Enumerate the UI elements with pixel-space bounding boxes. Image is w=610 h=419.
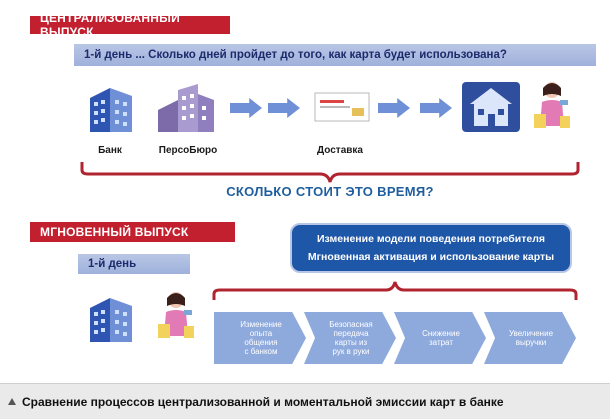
shopper-woman-icon	[534, 82, 570, 128]
factory-building-icon	[158, 84, 214, 132]
model-line: Мгновенная активация и использование кар…	[307, 251, 555, 263]
behavior-model-box: Изменение модели поведения потребителя М…	[290, 223, 572, 273]
mail-envelope-icon	[314, 92, 370, 122]
figure-caption: Сравнение процессов централизованной и м…	[0, 383, 610, 419]
bank-label: Банк	[98, 145, 122, 156]
centralized-banner: ЦЕНТРАЛИЗОВАННЫЙ ВЫПУСК	[30, 11, 230, 39]
instant-banner: МГНОВЕННЫЙ ВЫПУСК	[30, 222, 235, 242]
shopper-woman-icon	[158, 292, 194, 338]
model-line: Изменение модели поведения потребителя	[316, 233, 546, 245]
cost-question: СКОЛЬКО СТОИТ ЭТО ВРЕМЯ?	[226, 184, 434, 199]
bank-building-icon	[90, 88, 132, 132]
flow-arrow-icon	[230, 98, 262, 118]
house-icon	[462, 82, 520, 132]
centralized-days-bar: 1-й день ... Сколько дней пройдет до тог…	[74, 44, 596, 66]
flow-arrow-icon	[378, 98, 410, 118]
caption-text: Сравнение процессов централизованной и м…	[22, 394, 504, 409]
curly-brace	[212, 281, 578, 300]
delivery-label: Доставка	[317, 145, 363, 156]
flow-arrow-icon	[420, 98, 452, 118]
bank-building-icon	[90, 298, 132, 342]
curly-brace	[80, 162, 580, 183]
triangle-icon	[8, 398, 16, 405]
instant-days-bar: 1-й день	[78, 254, 190, 274]
persobureau-label: ПерсоБюро	[158, 145, 218, 156]
flow-arrow-icon	[268, 98, 300, 118]
